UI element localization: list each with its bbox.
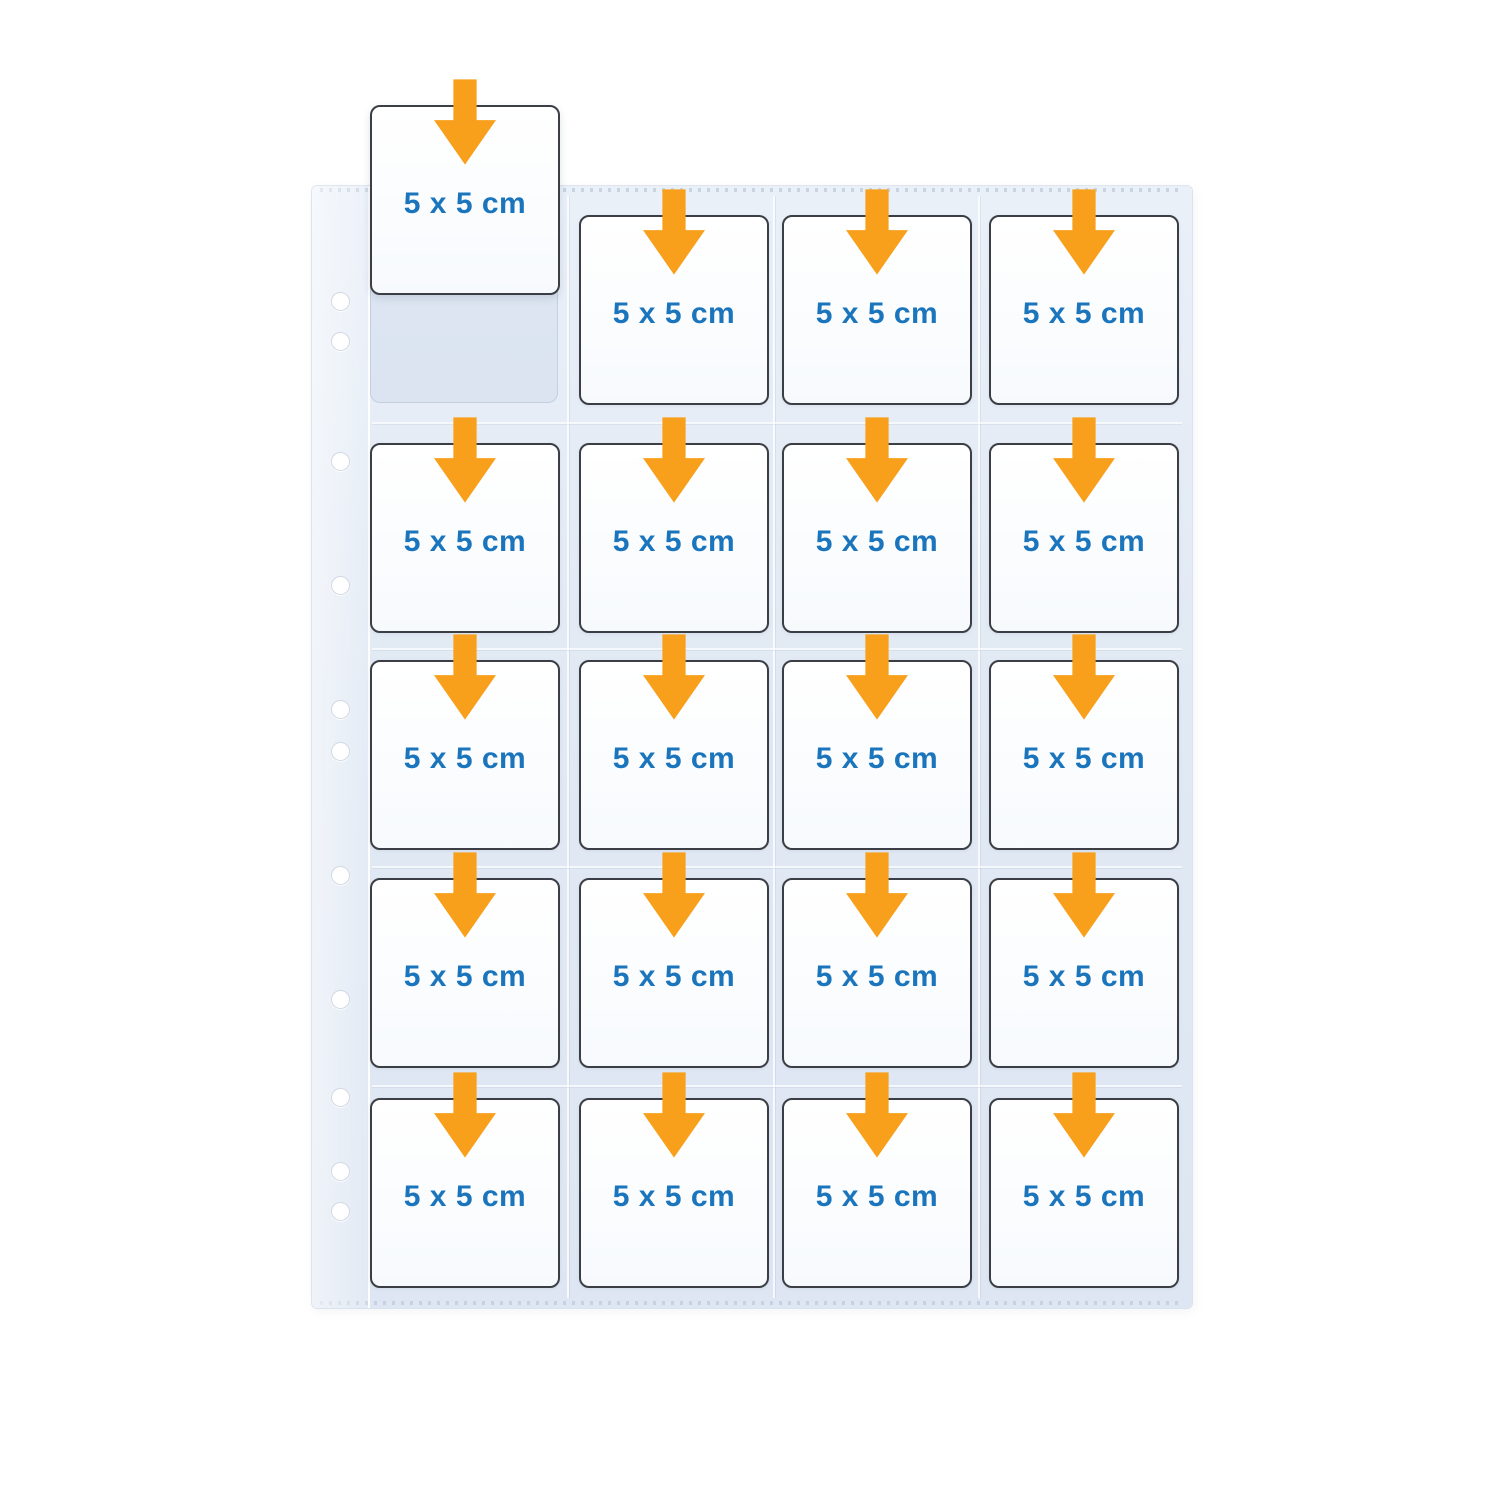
insert-arrow-icon bbox=[643, 852, 705, 938]
pocket-size-label: 5 x 5 cm bbox=[612, 524, 736, 558]
pocket-size-label: 5 x 5 cm bbox=[815, 1179, 939, 1213]
pocket-seam-vertical bbox=[978, 196, 980, 1298]
pocket-size-label: 5 x 5 cm bbox=[815, 524, 939, 558]
insert-arrow-icon bbox=[846, 189, 908, 275]
pocket-seam-vertical bbox=[773, 196, 775, 1298]
pocket: 5 x 5 cm bbox=[989, 417, 1179, 633]
insert-arrow-icon bbox=[434, 417, 496, 503]
punch-hole bbox=[331, 452, 350, 471]
insert-arrow-icon bbox=[1053, 634, 1115, 720]
pocket-size-label: 5 x 5 cm bbox=[612, 741, 736, 775]
insert-arrow-icon bbox=[434, 634, 496, 720]
pocket: 5 x 5 cm bbox=[989, 189, 1179, 405]
insert-arrow-icon bbox=[846, 1072, 908, 1158]
punch-hole bbox=[331, 576, 350, 595]
pocket-seam-horizontal bbox=[372, 648, 1182, 650]
pocket-size-label: 5 x 5 cm bbox=[612, 1179, 736, 1213]
pocket: 5 x 5 cm bbox=[989, 634, 1179, 850]
pocket: 5 x 5 cm bbox=[579, 189, 769, 405]
punch-hole bbox=[331, 990, 350, 1009]
pocket-size-label: 5 x 5 cm bbox=[612, 296, 736, 330]
pocket: 5 x 5 cm bbox=[782, 634, 972, 850]
punch-hole bbox=[331, 866, 350, 885]
pocket: 5 x 5 cm bbox=[370, 634, 560, 850]
pocket-size-label: 5 x 5 cm bbox=[612, 959, 736, 993]
pocket-size-label: 5 x 5 cm bbox=[815, 296, 939, 330]
insert-arrow-icon bbox=[1053, 852, 1115, 938]
insert-arrow-icon bbox=[434, 79, 496, 165]
insert-arrow-icon bbox=[434, 852, 496, 938]
pocket-size-label: 5 x 5 cm bbox=[815, 959, 939, 993]
punch-hole bbox=[331, 700, 350, 719]
pocket: 5 x 5 cm bbox=[370, 852, 560, 1068]
pocket-size-label: 5 x 5 cm bbox=[403, 959, 527, 993]
pocket: 5 x 5 cm bbox=[579, 852, 769, 1068]
insert-arrow-icon bbox=[1053, 1072, 1115, 1158]
pocket-seam-horizontal bbox=[372, 1085, 1182, 1087]
pocket-size-label: 5 x 5 cm bbox=[403, 741, 527, 775]
pocket: 5 x 5 cm bbox=[782, 189, 972, 405]
sheet-perforated-edge-bottom bbox=[320, 1301, 1184, 1305]
pocket-size-label: 5 x 5 cm bbox=[403, 186, 527, 220]
filing-strip bbox=[312, 186, 370, 1308]
pocket-seam-horizontal bbox=[372, 422, 1182, 424]
punch-hole bbox=[331, 1202, 350, 1221]
pocket-size-label: 5 x 5 cm bbox=[1022, 741, 1146, 775]
insert-arrow-icon bbox=[1053, 189, 1115, 275]
punch-hole bbox=[331, 292, 350, 311]
pocket: 5 x 5 cm bbox=[370, 417, 560, 633]
insert-arrow-icon bbox=[643, 417, 705, 503]
pocket-size-label: 5 x 5 cm bbox=[1022, 296, 1146, 330]
insert-arrow-icon bbox=[643, 634, 705, 720]
punch-hole bbox=[331, 742, 350, 761]
pocket: 5 x 5 cm bbox=[579, 634, 769, 850]
punch-hole bbox=[331, 332, 350, 351]
pocket-size-label: 5 x 5 cm bbox=[1022, 1179, 1146, 1213]
pocket: 5 x 5 cm bbox=[989, 1072, 1179, 1288]
pocket: 5 x 5 cm bbox=[370, 1072, 560, 1288]
pocket-seam-horizontal bbox=[372, 866, 1182, 868]
pocket: 5 x 5 cm bbox=[782, 1072, 972, 1288]
pocket: 5 x 5 cm bbox=[579, 1072, 769, 1288]
pocket: 5 x 5 cm bbox=[579, 417, 769, 633]
pocket: 5 x 5 cm bbox=[989, 852, 1179, 1068]
pocket-seam-vertical bbox=[567, 196, 569, 1298]
punch-hole bbox=[331, 1088, 350, 1107]
pocket-size-label: 5 x 5 cm bbox=[815, 741, 939, 775]
sheet-perforated-edge-top bbox=[320, 188, 1184, 192]
pocket-size-label: 5 x 5 cm bbox=[1022, 959, 1146, 993]
pocket: 5 x 5 cm bbox=[782, 852, 972, 1068]
pocket: 5 x 5 cm bbox=[782, 417, 972, 633]
insert-arrow-icon bbox=[846, 852, 908, 938]
insert-arrow-icon bbox=[846, 417, 908, 503]
pocket-size-label: 5 x 5 cm bbox=[403, 524, 527, 558]
punch-hole bbox=[331, 1162, 350, 1181]
pocket-raised: 5 x 5 cm bbox=[370, 79, 560, 295]
insert-arrow-icon bbox=[846, 634, 908, 720]
insert-arrow-icon bbox=[643, 1072, 705, 1158]
pocket-size-label: 5 x 5 cm bbox=[1022, 524, 1146, 558]
pocket-size-label: 5 x 5 cm bbox=[403, 1179, 527, 1213]
insert-arrow-icon bbox=[1053, 417, 1115, 503]
insert-arrow-icon bbox=[434, 1072, 496, 1158]
insert-arrow-icon bbox=[643, 189, 705, 275]
